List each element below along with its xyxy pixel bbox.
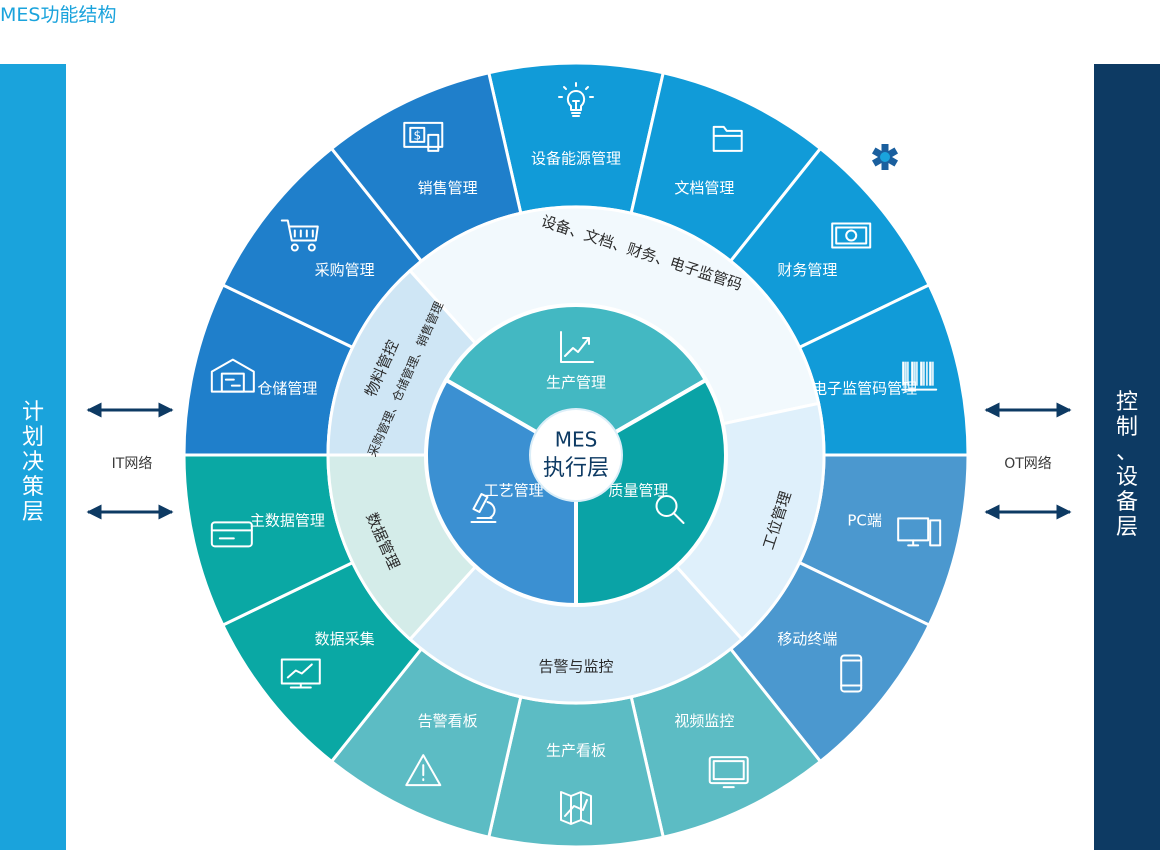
outer-module-label: 告警看板 [418, 712, 478, 730]
outer-module-label: 仓储管理 [257, 380, 317, 398]
mes-core-circle [529, 408, 623, 502]
outer-module-label: 移动终端 [777, 630, 837, 648]
folder-icon [712, 125, 743, 152]
outer-module-label: 文档管理 [674, 179, 734, 197]
warning-icon [405, 754, 442, 787]
banknote-icon [831, 222, 872, 249]
outer-module-label: 销售管理 [418, 179, 478, 197]
medical-star-icon [871, 144, 899, 170]
outer-module-label: 生产看板 [546, 742, 606, 760]
outer-module-label: 电子监管码管理 [812, 380, 917, 398]
server-box-icon [210, 521, 253, 548]
dollar-sign-glyph: $ [413, 128, 421, 142]
outer-module-1[interactable]: 设备能源管理 [486, 61, 666, 216]
shopping-cart-icon [280, 219, 319, 252]
planning-decision-layer-bar: 计划决策层 [0, 64, 66, 850]
middle-ring-title: 告警与监控 [538, 658, 613, 676]
outer-module-label: 视频监控 [674, 712, 734, 730]
outer-module-label: 主数据管理 [250, 511, 325, 529]
warehouse-icon [210, 358, 255, 393]
lightbulb-icon [558, 82, 594, 117]
core-module-label: 工艺管理 [484, 482, 544, 500]
map-route-icon [560, 791, 592, 825]
ot-network-label: OT网络 [1004, 456, 1052, 472]
control-device-layer-label: 控制、设备层 [1115, 390, 1138, 540]
outer-module-label: PC端 [847, 511, 882, 529]
control-device-layer-bar: 控制、设备层 [1094, 64, 1160, 850]
outer-module-label: 财务管理 [777, 261, 837, 279]
magnifier-icon [655, 495, 685, 524]
core-module-label: 质量管理 [608, 482, 668, 500]
mes-core-subtitle: 执行层 [543, 456, 609, 481]
page-title: MES功能结构 [0, 4, 117, 26]
monitor-icon [708, 756, 749, 789]
growth-chart-icon [560, 331, 594, 363]
core-module-1[interactable]: 生产管理 [443, 303, 709, 458]
presentation-chart-icon [280, 658, 321, 689]
cash-register-icon: $ [403, 121, 444, 152]
it-network-label: IT网络 [111, 456, 153, 472]
planning-decision-layer-label: 计划决策层 [21, 400, 44, 525]
barcode-icon [901, 361, 938, 391]
outer-module-label: 设备能源管理 [531, 150, 621, 168]
microscope-icon [470, 493, 497, 523]
mes-core-title: MES [555, 428, 598, 452]
mobile-phone-icon [840, 654, 863, 693]
outer-module-label: 采购管理 [315, 261, 375, 279]
core-module-label: 生产管理 [546, 374, 606, 392]
desktop-pc-icon [897, 517, 942, 547]
outer-module-label: 数据采集 [315, 630, 375, 648]
